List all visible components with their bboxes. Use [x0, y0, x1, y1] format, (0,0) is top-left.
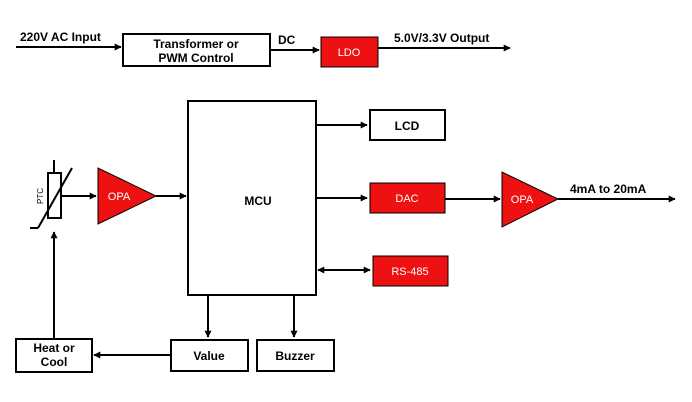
value-block — [170, 339, 249, 372]
ldo-label: LDO — [338, 47, 361, 59]
ptc-label: PTC — [36, 188, 45, 204]
opa-right-amplifier — [501, 171, 560, 228]
rs485-label: RS-485 — [391, 266, 428, 278]
output-voltage-label: 5.0V/3.3V Output — [394, 31, 489, 45]
mcu-label: MCU — [244, 194, 271, 208]
buzzer-label: Buzzer — [275, 349, 315, 363]
transformer-label-line2: PWM Control — [158, 51, 233, 65]
dac-block — [369, 182, 446, 214]
lcd-label: LCD — [395, 119, 420, 133]
dc-label: DC — [278, 33, 296, 47]
value-label: Value — [193, 349, 225, 363]
buzzer-block — [256, 339, 335, 372]
rs485-block — [372, 255, 449, 287]
mcu-block — [187, 100, 317, 296]
opa-left-amplifier — [97, 167, 158, 225]
ptc-thermistor — [47, 172, 62, 219]
opa-right-label: OPA — [511, 194, 534, 206]
lcd-block — [369, 109, 446, 141]
opa-left-label: OPA — [108, 191, 131, 203]
heat-cool-label-line1: Heat or — [33, 341, 75, 355]
heat-cool-label-line2: Cool — [41, 355, 68, 369]
current-output-label: 4mA to 20mA — [570, 182, 647, 196]
ptc-diagonal — [37, 167, 73, 229]
heat-cool-block — [15, 338, 93, 373]
dac-label: DAC — [395, 193, 418, 205]
transformer-label-line1: Transformer or — [153, 37, 239, 51]
ldo-block — [320, 36, 379, 68]
ac-input-label: 220V AC Input — [20, 30, 101, 44]
